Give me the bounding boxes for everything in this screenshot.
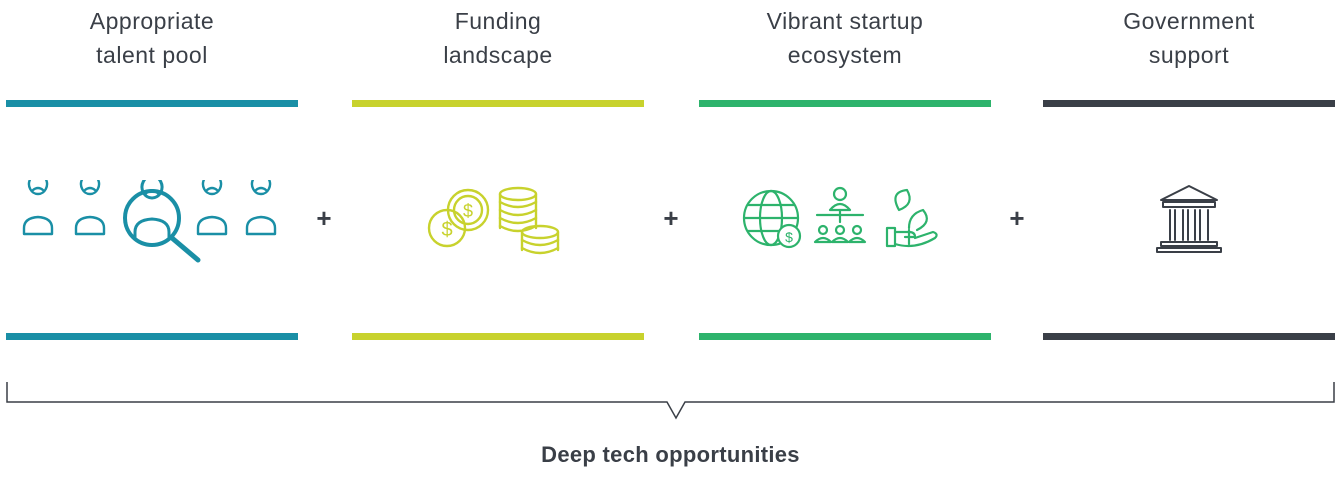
pillar-government-support: Government support [1043, 0, 1335, 345]
svg-text:$: $ [463, 201, 473, 221]
title-line-1: Government [1123, 8, 1255, 34]
plus-sign: + [316, 203, 332, 233]
svg-text:$: $ [785, 229, 793, 245]
globe-coin-icon: $ [742, 189, 802, 249]
plus-sign: + [1009, 203, 1025, 233]
top-bar [352, 100, 644, 107]
title-line-2: landscape [443, 42, 553, 68]
pillar-startup-ecosystem: Vibrant startup ecosystem $ [699, 0, 991, 345]
top-bar [6, 100, 298, 107]
title-line-1: Funding [454, 8, 542, 34]
pillar-title: Government support [1043, 4, 1335, 72]
title-line-1: Vibrant startup [766, 8, 924, 34]
grouping-bracket [6, 382, 1335, 420]
people-search-icon [6, 180, 298, 270]
plant-hand-icon [885, 188, 938, 248]
bottom-bar [6, 333, 298, 340]
ecosystem-icons: $ [699, 180, 991, 270]
title-line-2: support [1148, 42, 1230, 68]
pillar-title: Funding landscape [352, 4, 644, 72]
pillar-talent-pool: Appropriate talent pool [6, 0, 298, 345]
pillar-title: Vibrant startup ecosystem [699, 4, 991, 72]
top-bar [699, 100, 991, 107]
government-building-icon [1043, 180, 1335, 270]
bottom-bar [1043, 333, 1335, 340]
top-bar [1043, 100, 1335, 107]
bottom-bar [699, 333, 991, 340]
title-line-2: talent pool [96, 42, 208, 68]
title-line-2: ecosystem [787, 42, 903, 68]
pillar-title: Appropriate talent pool [6, 4, 298, 72]
result-label: Deep tech opportunities [541, 442, 800, 467]
bottom-bar [352, 333, 644, 340]
svg-text:$: $ [441, 219, 452, 241]
title-line-1: Appropriate [89, 8, 215, 34]
coins-icon: $ $ [352, 180, 644, 270]
plus-sign: + [663, 203, 679, 233]
pillar-funding-landscape: Funding landscape $ $ [352, 0, 644, 345]
team-hierarchy-icon [813, 186, 867, 244]
